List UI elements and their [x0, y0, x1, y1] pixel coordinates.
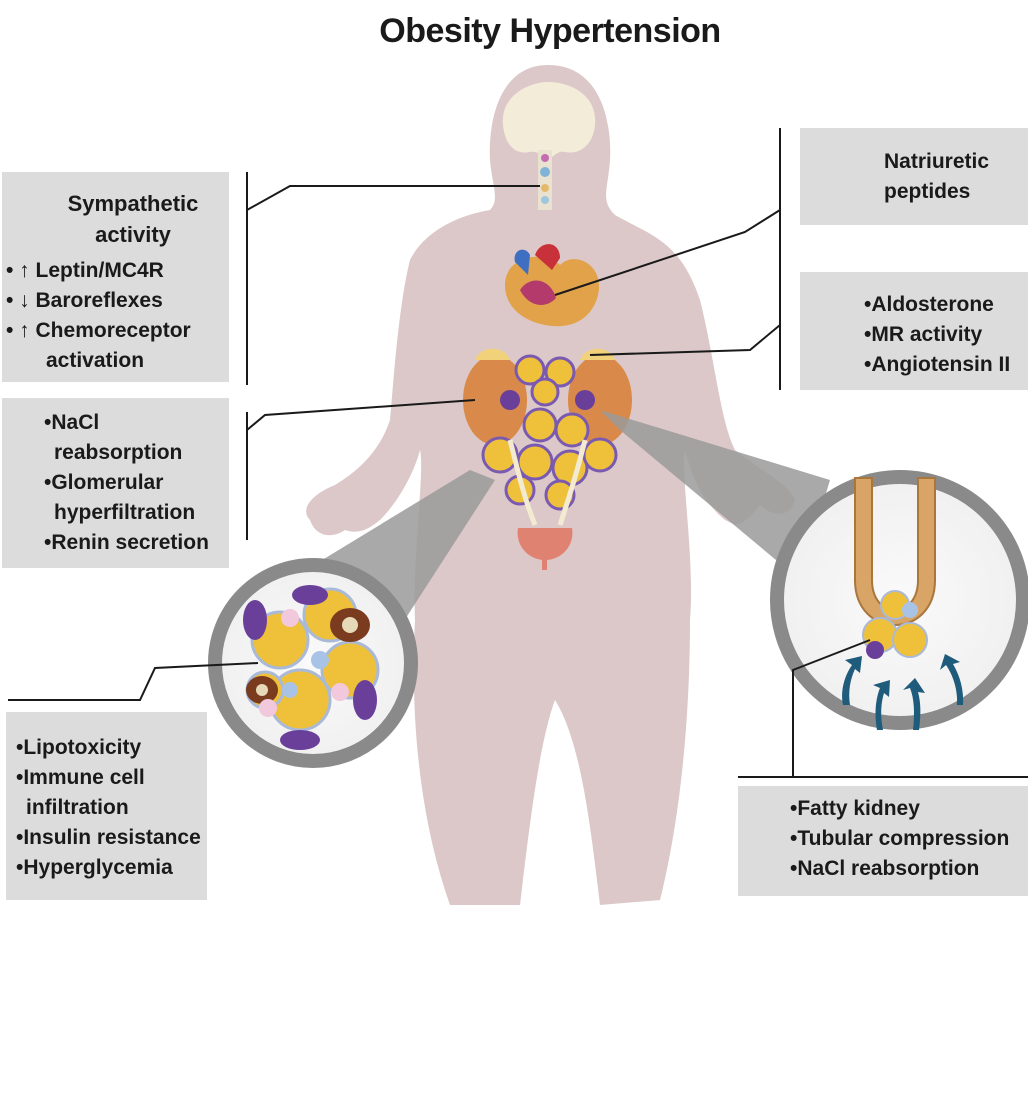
aldosterone-box [800, 272, 1028, 390]
sympathetic-heading-1: Sympathetic [67, 191, 199, 216]
list-item: • ↓ Baroreflexes [6, 289, 163, 312]
list-item: •Lipotoxicity [16, 736, 142, 759]
sympathetic-list: • ↑ Leptin/MC4R • ↓ Baroreflexes • ↑ Che… [6, 256, 228, 376]
urinary-tract [507, 439, 588, 570]
brain [502, 82, 596, 160]
fatty-kidney-list: •Fatty kidney •Tubular compression •NaCl… [790, 794, 1026, 884]
list-item: • ↑ Chemoreceptor [6, 319, 191, 342]
list-item: •NaCl [44, 411, 100, 434]
list-item: •MR activity [864, 323, 983, 346]
list-item: infiltration [26, 796, 129, 819]
list-item: hyperfiltration [54, 501, 196, 524]
natriuretic-list: Natriuretic peptides [884, 147, 1024, 207]
adipose-list: •Lipotoxicity •Immune cell infiltration … [16, 733, 211, 883]
adipose-tissue [243, 585, 380, 750]
heart [505, 244, 600, 327]
list-item: reabsorption [54, 441, 183, 464]
adipose-box [6, 712, 207, 900]
compression-arrows [842, 654, 964, 730]
brainstem [538, 150, 552, 210]
list-item: •Renin secretion [44, 531, 209, 554]
list-item: peptides [884, 180, 971, 203]
list-item: •NaCl reabsorption [790, 857, 980, 880]
sympathetic-heading-2: activity [95, 222, 171, 247]
renal-box [2, 398, 229, 568]
list-item: •Hyperglycemia [16, 856, 173, 879]
list-item: •Immune cell [16, 766, 145, 789]
sympathetic-box [2, 172, 229, 382]
list-item: •Fatty kidney [790, 797, 920, 820]
right-zoom-cone [600, 410, 830, 580]
natriuretic-box [800, 128, 1028, 225]
list-item: •Glomerular [44, 471, 164, 494]
list-item: •Angiotensin II [864, 353, 1011, 376]
diagram-title: Obesity Hypertension [379, 12, 721, 50]
renal-list: •NaCl reabsorption •Glomerular hyperfilt… [44, 408, 228, 558]
sympathetic-text: Sympathetic activity [48, 188, 218, 250]
list-item: •Tubular compression [790, 827, 1010, 850]
aldosterone-list: •Aldosterone •MR activity •Angiotensin I… [864, 290, 1028, 380]
list-item: • ↑ Leptin/MC4R [6, 259, 164, 282]
list-item: •Aldosterone [864, 293, 994, 316]
list-item: activation [46, 349, 145, 372]
list-item: •Insulin resistance [16, 826, 201, 849]
connector-lines [8, 128, 1028, 778]
fatty-kidney-box [738, 786, 1028, 896]
list-item: Natriuretic [884, 150, 990, 173]
kidney-tubule [854, 477, 936, 659]
